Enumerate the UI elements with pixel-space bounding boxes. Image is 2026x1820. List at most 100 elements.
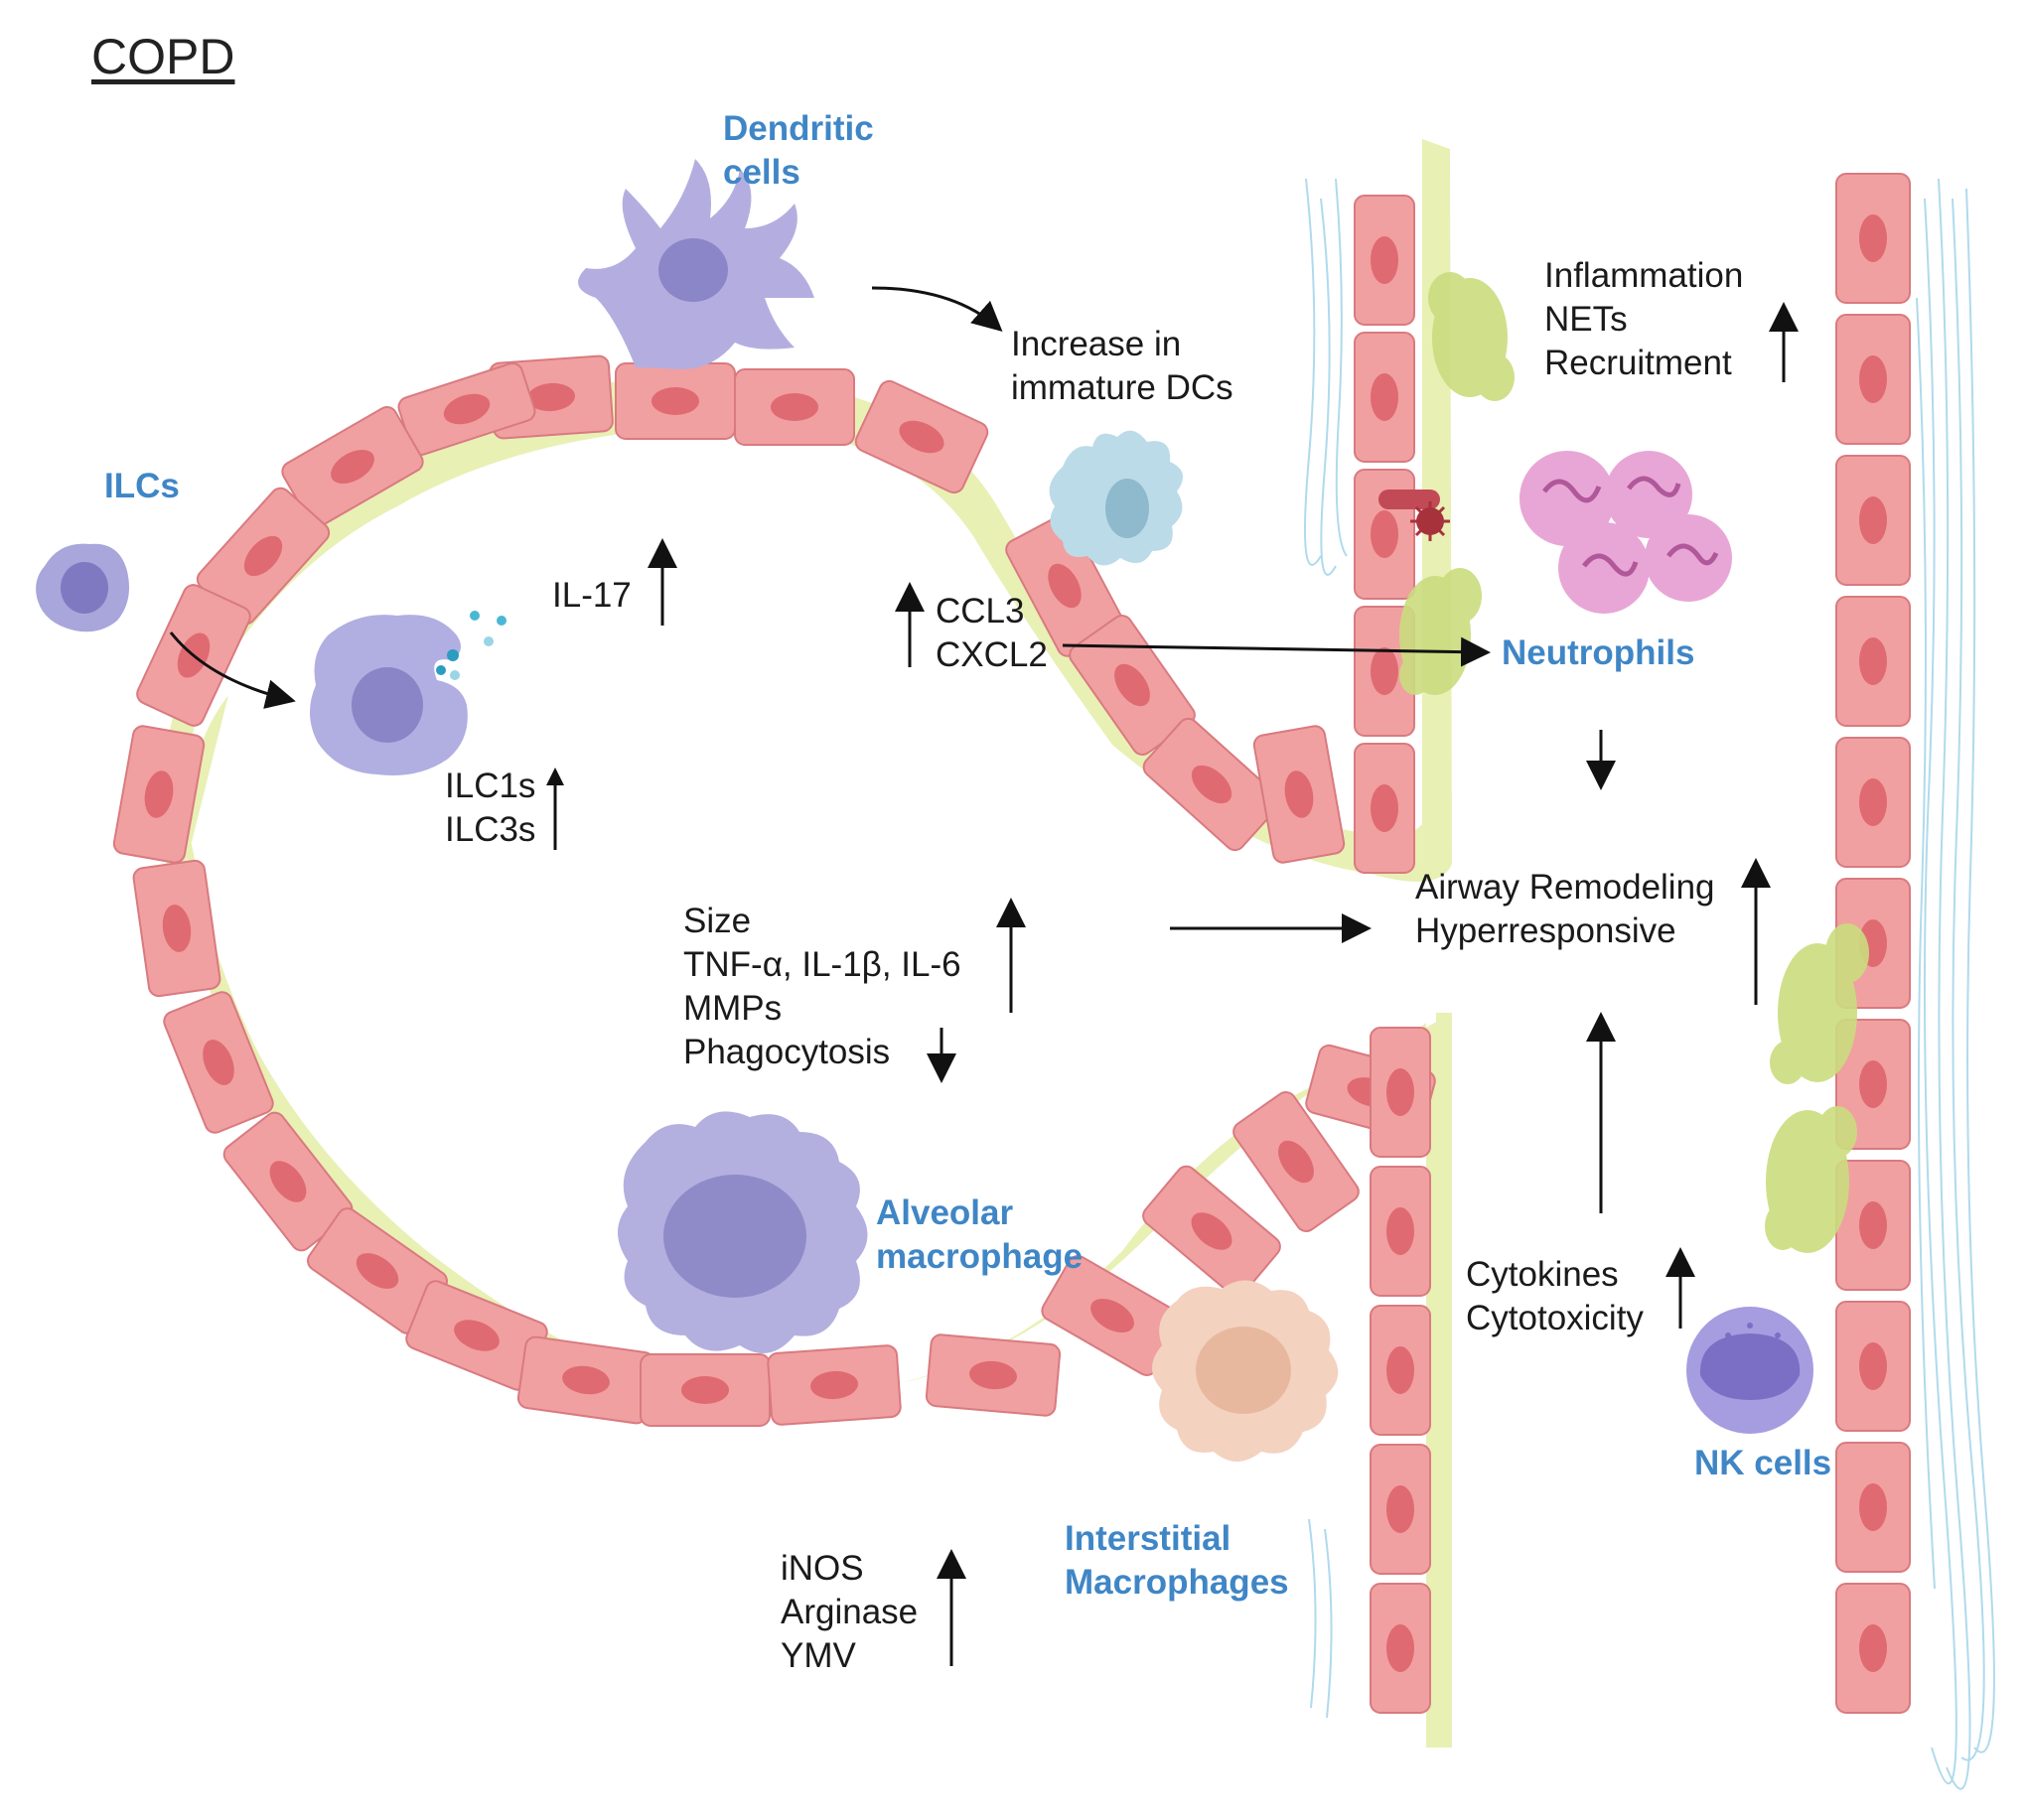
- nucleus: [1284, 770, 1314, 818]
- epithelial-cell: [615, 362, 736, 440]
- nucleus: [1859, 1201, 1887, 1249]
- chemokine-cxcl2: CXCL2: [936, 635, 1048, 674]
- epithelial-cell: [1835, 596, 1911, 727]
- nucleus: [1859, 778, 1887, 826]
- epithelial-cell: [925, 1333, 1062, 1417]
- epithelial-cell: [163, 991, 274, 1134]
- alveolar-macrophage-label-line1: Alveolar: [876, 1193, 1014, 1232]
- hyperresponsive-text: Hyperresponsive: [1415, 911, 1676, 950]
- nucleus: [1386, 1207, 1414, 1255]
- chemokine-ccl3: CCL3: [936, 592, 1025, 630]
- nucleus: [562, 1365, 610, 1395]
- alveolar-macrophage-icon: [618, 1111, 868, 1353]
- neutrophils-label: Neutrophils: [1502, 633, 1695, 672]
- ymv-text: YMV: [781, 1636, 856, 1675]
- nucleus: [1048, 563, 1082, 609]
- epithelial-cell: [516, 1335, 655, 1425]
- nucleus: [1859, 355, 1887, 403]
- immature-dcs-line1: Increase in: [1011, 325, 1182, 363]
- epithelial-cell: [854, 379, 989, 494]
- epithelial-cell: [1835, 173, 1911, 304]
- nucleus: [1090, 1298, 1134, 1333]
- interstitial-macrophage-icon: [1152, 1280, 1339, 1462]
- arrow-chemokines-to-neutrophils: [1062, 636, 1491, 667]
- nk-cell-icon: [1686, 1307, 1813, 1434]
- nucleus: [1191, 765, 1232, 804]
- dendritic-cells-label-line1: Dendritic: [723, 109, 874, 148]
- arginase-text: Arginase: [781, 1593, 919, 1631]
- nucleus: [1191, 1212, 1232, 1250]
- nucleus: [162, 905, 192, 952]
- epithelial-cell: [1354, 469, 1415, 600]
- nucleus: [1371, 784, 1398, 832]
- epithelial-cell: [1835, 455, 1911, 586]
- interstitial-macrophages-label: Interstitial Macrophages: [1065, 1517, 1289, 1605]
- mmps-text: MMPs: [683, 989, 783, 1028]
- immature-dendritic-cell-icon: [1049, 430, 1184, 566]
- immature-dcs-line2: immature DCs: [1011, 368, 1233, 407]
- ilc3s-text: ILC3s: [445, 810, 536, 849]
- figure-title: COPD: [91, 29, 235, 84]
- airway-remodeling-text: Airway Remodeling: [1415, 868, 1715, 907]
- airway-text: Airway Remodeling Hyperresponsive: [1415, 866, 1715, 953]
- epithelial-cell: [1835, 314, 1911, 445]
- epithelial-cell: [1252, 725, 1346, 864]
- dendritic-cells-label-line2: cells: [723, 153, 800, 192]
- nk-cells-label: NK cells: [1694, 1444, 1832, 1482]
- epithelial-cell: [1835, 1583, 1911, 1714]
- nucleus: [969, 1360, 1017, 1390]
- phagocytosis-text: Phagocytosis: [683, 1033, 891, 1071]
- nucleus: [269, 1161, 307, 1202]
- nucleus: [1859, 1342, 1887, 1390]
- epithelial-cell: [734, 368, 855, 446]
- nucleus: [1859, 1624, 1887, 1672]
- nucleus: [331, 449, 374, 485]
- epithelial-cell: [1835, 737, 1911, 868]
- epithelial-cell: [132, 859, 221, 998]
- epithelial-cell: [1370, 1444, 1431, 1575]
- nucleus: [1371, 510, 1398, 558]
- nucleus: [1386, 1485, 1414, 1533]
- ilc-subsets-text: ILC1s ILC3s: [445, 765, 535, 852]
- nucleus: [527, 382, 575, 412]
- epithelial-cell: [1370, 1305, 1431, 1436]
- nucleus: [1371, 647, 1398, 695]
- nucleus: [1278, 1140, 1314, 1184]
- size-text: Size: [683, 902, 752, 940]
- dendritic-cell-icon: [578, 159, 814, 369]
- epithelial-cell: [1370, 1583, 1431, 1714]
- nucleus: [771, 393, 818, 421]
- nets-text: NETs: [1544, 300, 1628, 339]
- nucleus: [681, 1376, 729, 1404]
- epithelial-cell: [1370, 1027, 1431, 1158]
- nucleus: [1859, 1483, 1887, 1531]
- nucleus: [144, 770, 174, 818]
- ilc-cell-icon: [36, 543, 130, 632]
- epithelial-cell: [1835, 1442, 1911, 1573]
- nucleus: [1371, 373, 1398, 421]
- epithelial-cell: [1835, 1019, 1911, 1150]
- inflammation-text: Inflammation: [1544, 256, 1744, 295]
- interstitial-macrophages-label-line2: Macrophages: [1065, 1563, 1289, 1602]
- ilc-secreting-cell-icon: [309, 611, 506, 775]
- epithelial-cell: [1142, 1165, 1281, 1298]
- epithelial-cell: [1354, 606, 1415, 737]
- cytokines-text: Cytokines: [1466, 1255, 1619, 1294]
- dendritic-cells-label: Dendritic cells: [723, 107, 874, 195]
- nucleus: [1386, 1068, 1414, 1116]
- neutrophil-cluster-icon: [1520, 451, 1732, 614]
- epithelial-cell: [767, 1344, 902, 1426]
- arrows: [169, 286, 1799, 1666]
- nk-effects-text: Cytokines Cytotoxicity: [1466, 1253, 1644, 1340]
- nucleus: [454, 1320, 500, 1351]
- alveolar-macrophage-label: Alveolar macrophage: [876, 1191, 1083, 1279]
- epithelial-cell: [1232, 1091, 1360, 1232]
- nucleus: [1859, 496, 1887, 544]
- recruitment-text: Recruitment: [1544, 344, 1732, 382]
- interstitial-macrophages-label-line1: Interstitial: [1065, 1519, 1231, 1558]
- connective-fibers: [1304, 178, 1995, 1790]
- alveolar-macrophage-label-line2: macrophage: [876, 1237, 1084, 1276]
- nucleus: [1386, 1624, 1414, 1672]
- basement-membrane: [156, 139, 1453, 1748]
